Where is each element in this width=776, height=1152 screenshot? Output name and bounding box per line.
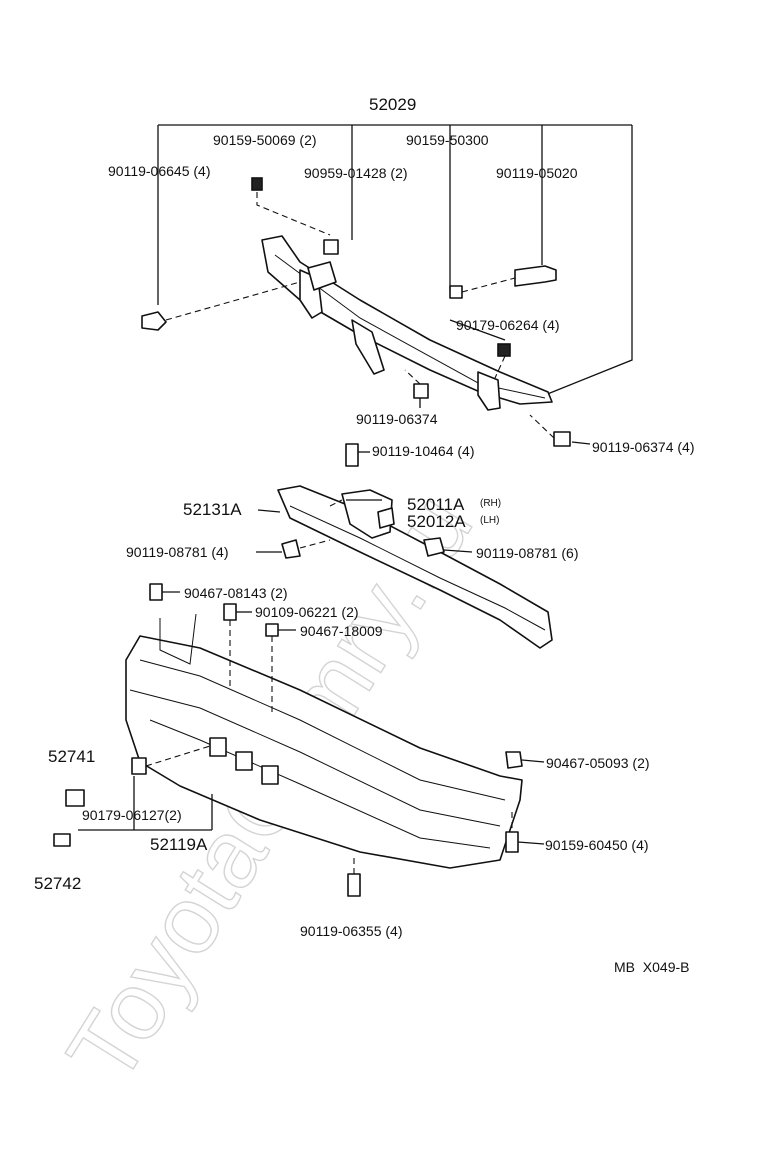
diagram-code: MB X049-B [614,959,689,975]
part-52741 [65,789,85,807]
clip-90467-08143 [149,583,163,601]
nut-90179-06264 [497,343,511,357]
clip-90467-18009 [265,623,279,637]
label-90119-06374: 90119-06374 [356,411,438,427]
bolt-90159-50300 [449,285,463,299]
nut-90179-06127 [131,757,147,775]
group-bracket-52119A [78,776,213,831]
bumper-cover [125,635,523,869]
label-52119A: 52119A [150,835,208,854]
label-90119-10464: 90119-10464 (4) [372,443,474,459]
bumper-arm-assembly [141,124,633,467]
label-52131A: 52131A [183,500,242,519]
label-90159-50300: 90159-50300 [406,132,489,148]
bolt-90119-10464 [345,443,359,467]
label-52741: 52741 [48,747,95,766]
bolt-90119-08781-left [281,539,301,559]
label-90119-06355: 90119-06355 (4) [300,923,402,939]
label-52029: 52029 [369,95,416,114]
label-90467-08143: 90467-08143 (2) [184,585,288,601]
label-90467-18009: 90467-18009 [300,623,383,639]
label-90119-08781-4: 90119-08781 (4) [126,544,228,560]
label-90119-06645: 90119-06645 (4) [108,163,210,179]
arm-bracket-top [307,261,337,291]
label-90959-01428: 90959-01428 (2) [304,165,408,181]
recess-1 [209,737,227,757]
label-90109-06221: 90109-06221 (2) [255,604,359,620]
screw-90159-60450 [505,831,519,853]
nut-90959-01428 [323,239,339,255]
bolt-90119-06374 [413,383,429,399]
label-52011A: 52011A [407,495,465,514]
label-52011A-side: (RH) [480,498,501,509]
clip-90467-05093 [505,751,523,769]
bolt-90119-06374-4 [553,431,571,447]
bolt-90119-08781-right [423,537,445,557]
arm-leg-right [477,371,501,411]
label-90159-60450: 90159-60450 (4) [545,837,649,853]
bolt-90119-06645 [141,311,167,331]
bumper-cover-assembly [53,583,523,897]
recess-2 [235,751,253,771]
recess-3 [261,765,279,785]
screw-90109-06221 [223,603,237,621]
leader-lines [162,319,591,845]
label-90179-06264: 90179-06264 (4) [456,317,560,333]
label-90119-06374-4: 90119-06374 (4) [592,439,694,455]
label-90179-06127: 90179-06127(2) [82,807,182,823]
reinforcement-assembly [277,485,553,649]
arm-leg-center [351,319,385,375]
label-90467-05093: 90467-05093 (2) [546,755,650,771]
bolt-90119-05020 [514,265,557,287]
label-90119-05020: 90119-05020 [496,165,578,181]
label-52742: 52742 [34,874,81,893]
label-52012A: 52012A [407,512,466,531]
labels: 52029 90159-50069 (2) 90159-50300 90119-… [34,95,694,975]
bolt-90119-06355 [347,873,361,897]
label-90159-50069: 90159-50069 (2) [213,132,317,148]
part-52742 [53,833,71,847]
label-90119-08781-6: 90119-08781 (6) [476,545,578,561]
bolt-90159-50069 [251,177,263,191]
label-52012A-side: (LH) [480,515,499,526]
group-bracket-52029 [157,124,633,396]
